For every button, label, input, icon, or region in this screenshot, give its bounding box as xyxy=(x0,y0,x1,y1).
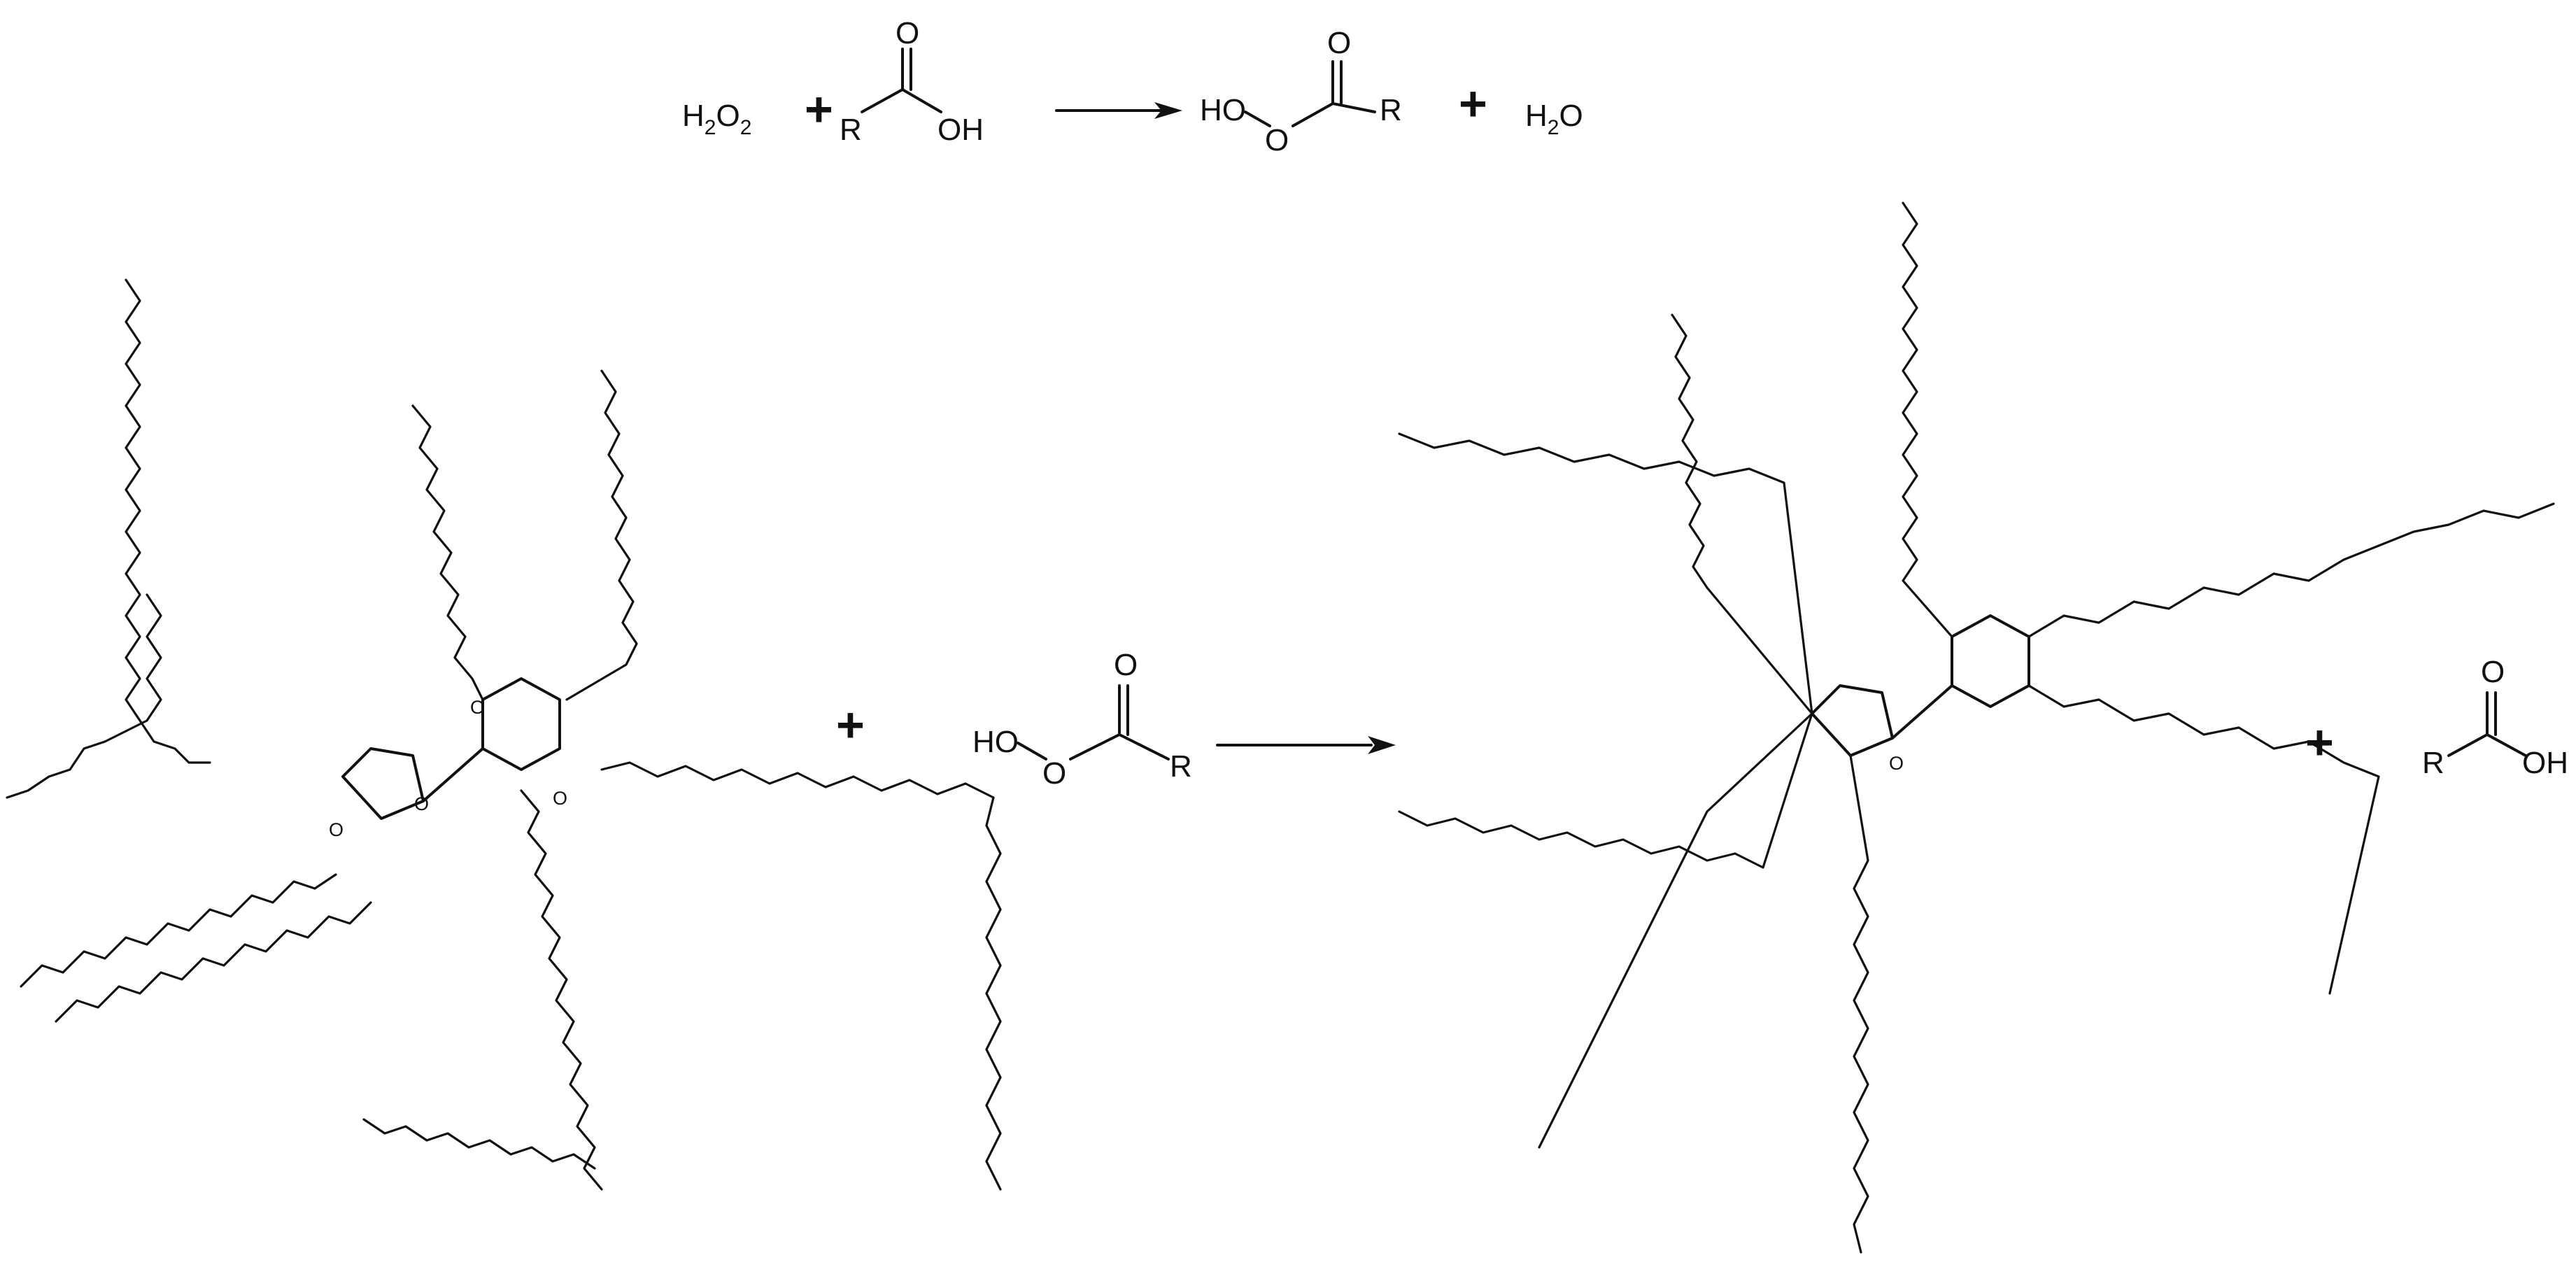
ring-oxygen-label: O xyxy=(470,697,485,718)
plus-sign: + xyxy=(2305,715,2334,770)
reaction-arrow xyxy=(1055,102,1182,119)
plus-sign: + xyxy=(836,698,865,752)
ester-oxygen-label: O xyxy=(553,788,567,809)
hydroxyl-label: OH xyxy=(2522,746,2568,780)
reaction-arrow xyxy=(1216,736,1396,754)
carbonyl-oxygen-label: O xyxy=(896,16,919,50)
peroxy-o-label: O xyxy=(1042,756,1066,791)
carboxylic-acid-structure: O R OH xyxy=(840,16,984,147)
plus-sign: + xyxy=(805,82,833,136)
carbonyl-oxygen-label: O xyxy=(1327,26,1351,60)
carbonyl-oxygen-label: O xyxy=(2481,655,2505,689)
reaction-1: H2O2 + O R OH HO O O R xyxy=(682,16,1583,157)
ester-oxygen-label: O xyxy=(329,819,344,840)
plus-sign: + xyxy=(1459,76,1487,131)
carbonyl-oxygen-label: O xyxy=(1114,648,1138,682)
epoxidized-sucrose-ester: O xyxy=(1398,201,2555,1254)
hydroxyl-label: OH xyxy=(937,113,984,147)
sucrose-fatty-acid-ester: O O O O xyxy=(6,278,1002,1191)
r-group-label: R xyxy=(1170,749,1192,784)
peracid-structure: HO O O R xyxy=(972,648,1192,791)
r-group-label: R xyxy=(1380,93,1402,127)
peroxy-ho-label: HO xyxy=(972,725,1019,759)
r-group-label: R xyxy=(840,113,862,147)
peroxy-o-label: O xyxy=(1265,123,1289,157)
ester-oxygen-label: O xyxy=(1889,753,1904,774)
r-group-label: R xyxy=(2422,746,2444,780)
peracid-structure: HO O O R xyxy=(1200,26,1402,157)
water-label: H2O xyxy=(1525,99,1583,139)
hydrogen-peroxide-label: H2O2 xyxy=(682,99,751,139)
carboxylic-acid-structure: O R OH xyxy=(2422,655,2568,780)
peroxy-ho-label: HO xyxy=(1200,93,1246,127)
